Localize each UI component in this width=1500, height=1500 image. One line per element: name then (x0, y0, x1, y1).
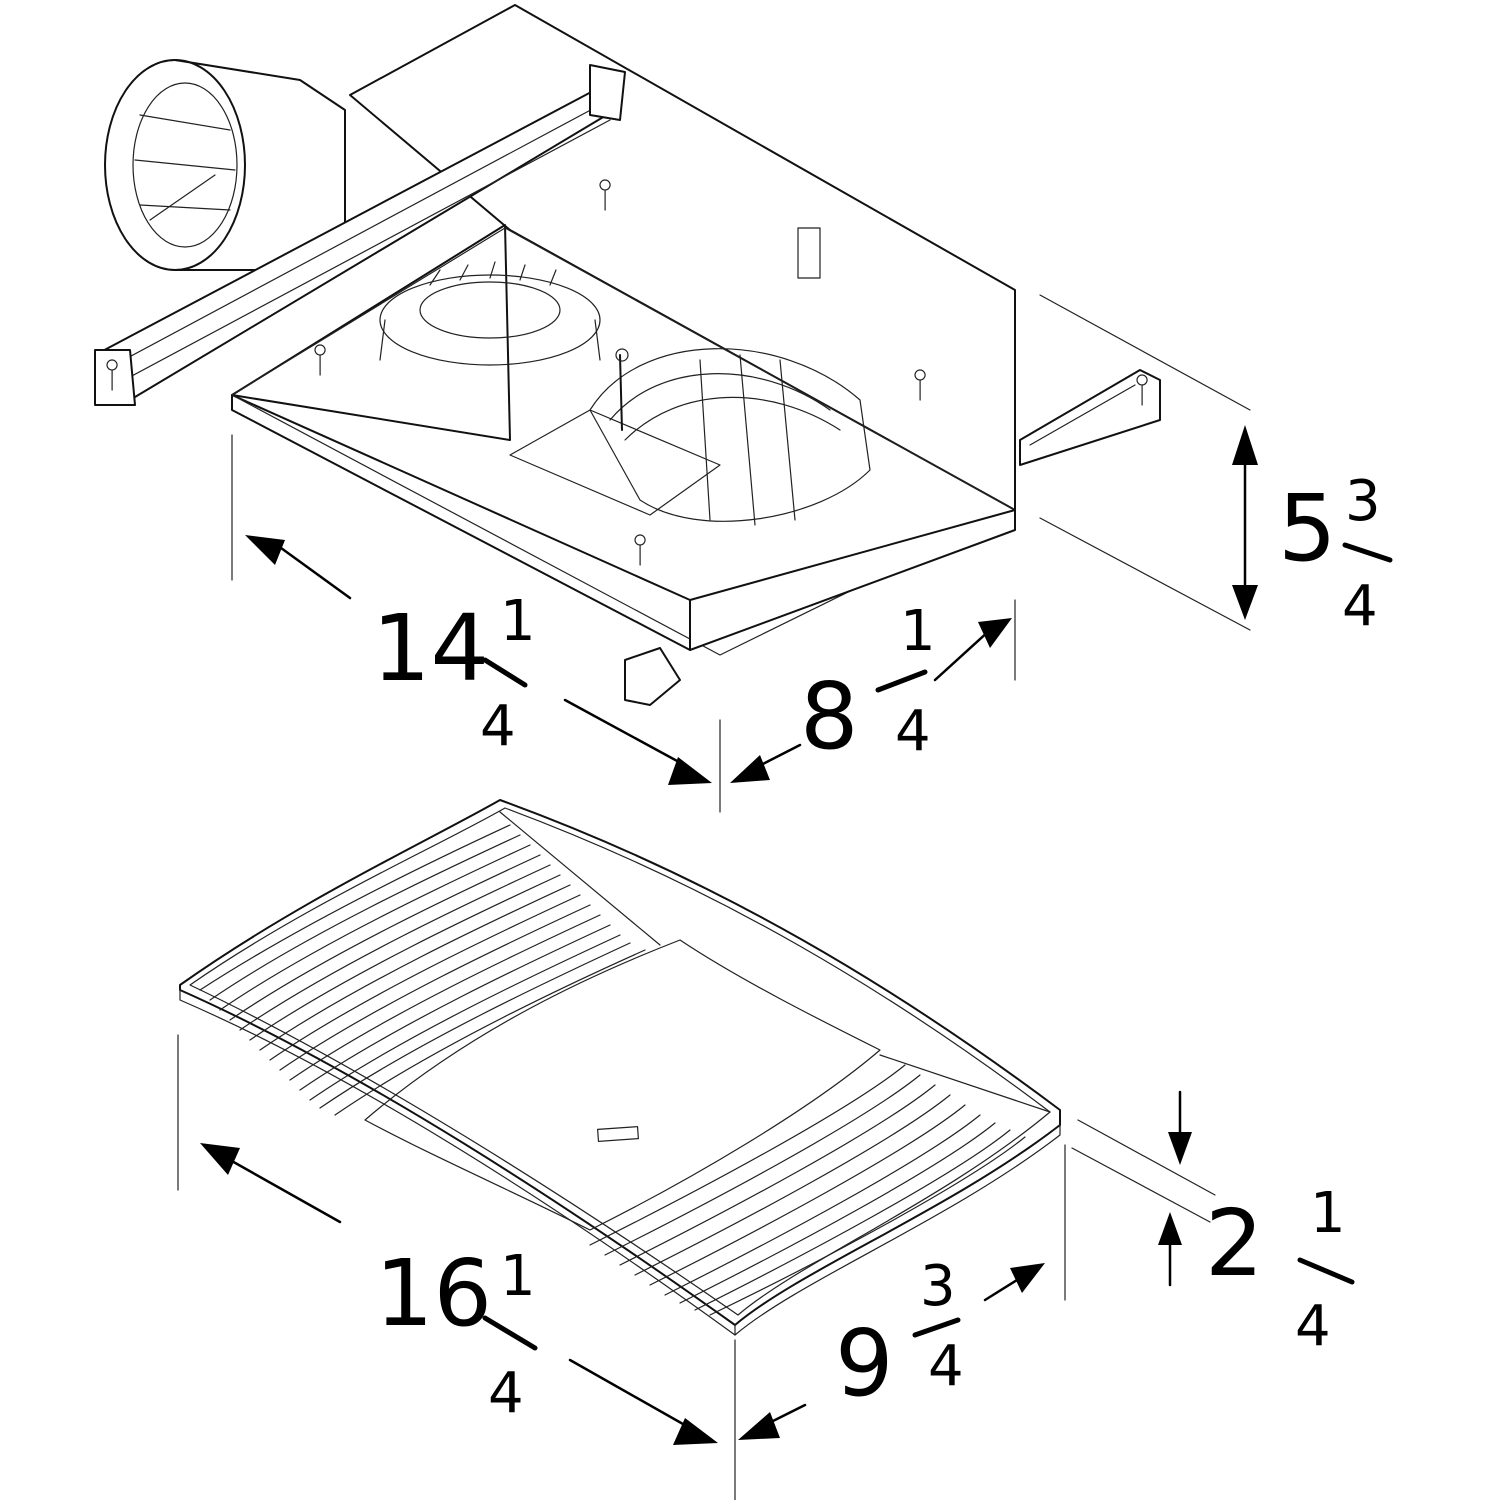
arrow-height-top (1232, 425, 1258, 465)
arrow-width-start (730, 755, 770, 783)
housing-width-label: 8 1 4 (800, 599, 936, 770)
fan-grille-drawing (179, 799, 1061, 1336)
arrow-grille-length-start (200, 1143, 240, 1175)
housing-height-numerator: 3 (1345, 469, 1381, 534)
housing-width-whole: 8 (800, 663, 859, 770)
arrow-grille-depth-top (1168, 1132, 1192, 1165)
grille-length-label: 16 1 4 (375, 1240, 538, 1426)
grille-depth-whole: 2 (1205, 1190, 1264, 1297)
housing-width-denominator: 4 (895, 699, 931, 764)
grille-depth-denominator: 4 (1295, 1294, 1331, 1359)
grille-length-denominator: 4 (488, 1361, 524, 1426)
grille-width-numerator: 3 (920, 1254, 956, 1319)
housing-length-label: 14 1 4 (372, 589, 536, 759)
arrow-length-end (668, 757, 712, 785)
housing-length-denominator: 4 (480, 694, 516, 759)
grille-dimension-arrows (200, 1132, 1192, 1445)
arrow-grille-width-end (1010, 1263, 1045, 1293)
grille-depth-numerator: 1 (1310, 1181, 1346, 1246)
grille-depth-label: 2 1 4 (1205, 1181, 1355, 1359)
housing-length-whole: 14 (372, 595, 489, 702)
grille-length-whole: 16 (375, 1240, 492, 1347)
arrow-length-start (245, 535, 285, 565)
fan-housing-drawing (94, 4, 1161, 706)
arrow-grille-depth-bottom (1158, 1212, 1182, 1245)
housing-height-denominator: 4 (1342, 574, 1378, 639)
grille-width-denominator: 4 (928, 1334, 964, 1399)
arrow-grille-width-start (738, 1412, 780, 1440)
arrow-grille-length-end (673, 1418, 718, 1445)
housing-height-whole: 5 (1278, 475, 1337, 582)
grille-width-whole: 9 (835, 1310, 894, 1417)
housing-dimension-arrows (245, 425, 1258, 785)
arrow-height-bottom (1232, 585, 1258, 620)
grille-width-label: 9 3 4 (835, 1254, 964, 1417)
grille-length-numerator: 1 (500, 1244, 536, 1309)
grille-dimension-lines (177, 1034, 1216, 1500)
housing-width-numerator: 1 (900, 599, 936, 664)
housing-length-numerator: 1 (500, 589, 536, 654)
arrow-width-end (978, 618, 1012, 648)
housing-height-label: 5 3 4 (1278, 469, 1393, 639)
